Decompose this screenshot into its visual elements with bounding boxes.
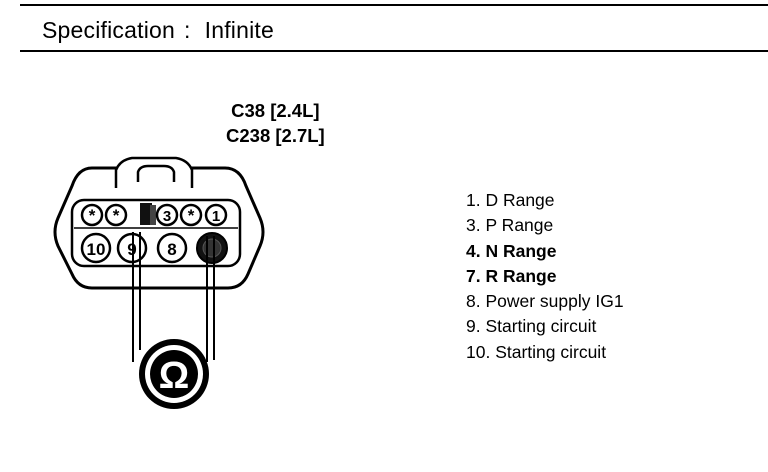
connector-labels: C38 [2.4L] C238 [2.7L] <box>226 98 325 148</box>
terminal-block-dark <box>140 203 152 225</box>
legend-item-1: 1. D Range <box>466 190 555 210</box>
specification-text: Specification: Infinite <box>42 17 274 44</box>
specification-bar: Specification: Infinite <box>20 4 768 52</box>
pin-label: 3 <box>163 208 171 225</box>
pin-label: * <box>113 206 120 225</box>
pin-label: 10 <box>87 240 106 259</box>
legend-item-10: 10. Starting circuit <box>466 341 607 362</box>
specification-value: Infinite <box>204 17 274 43</box>
legend-item-9: 9. Starting circuit <box>466 316 597 337</box>
specification-separator: : <box>184 17 191 43</box>
pin-bottom-8: 8 <box>156 232 188 264</box>
legend-item-7: 7. R Range <box>466 265 557 286</box>
ohm-symbol: Ω <box>159 355 189 397</box>
probe-wire-left <box>132 232 141 362</box>
pin-top-4: * <box>179 203 203 227</box>
probe-wire-right <box>206 236 215 362</box>
pin-label: * <box>188 206 195 225</box>
pin-top-5: 1 <box>204 203 228 227</box>
pin-label: * <box>89 206 96 225</box>
ohmmeter: Ω <box>139 339 209 409</box>
pin-top-1: * <box>80 203 104 227</box>
legend-item-3: 3. P Range <box>466 215 554 236</box>
connector-name-2-4l: C38 [2.4L] <box>231 100 320 121</box>
terminal-block-shade <box>150 205 156 225</box>
specification-label: Specification <box>42 17 176 43</box>
pin-bottom-10: 10 <box>80 232 112 264</box>
pin-label: 1 <box>212 208 220 225</box>
pin-legend: 1. D Range 3. P Range 4. N Range 7. R Ra… <box>466 188 624 365</box>
pin-top-2: * <box>104 203 128 227</box>
legend-item-8: 8. Power supply IG1 <box>466 291 624 312</box>
connector-lock-tab <box>114 156 194 188</box>
pin-label: 8 <box>167 240 176 259</box>
connector-name-2-7l: C238 [2.7L] <box>226 125 325 146</box>
pin-top-3: 3 <box>155 203 179 227</box>
legend-item-4: 4. N Range <box>466 240 557 261</box>
connector-lock-slot <box>136 164 176 182</box>
pin-bottom-filled <box>196 232 228 264</box>
